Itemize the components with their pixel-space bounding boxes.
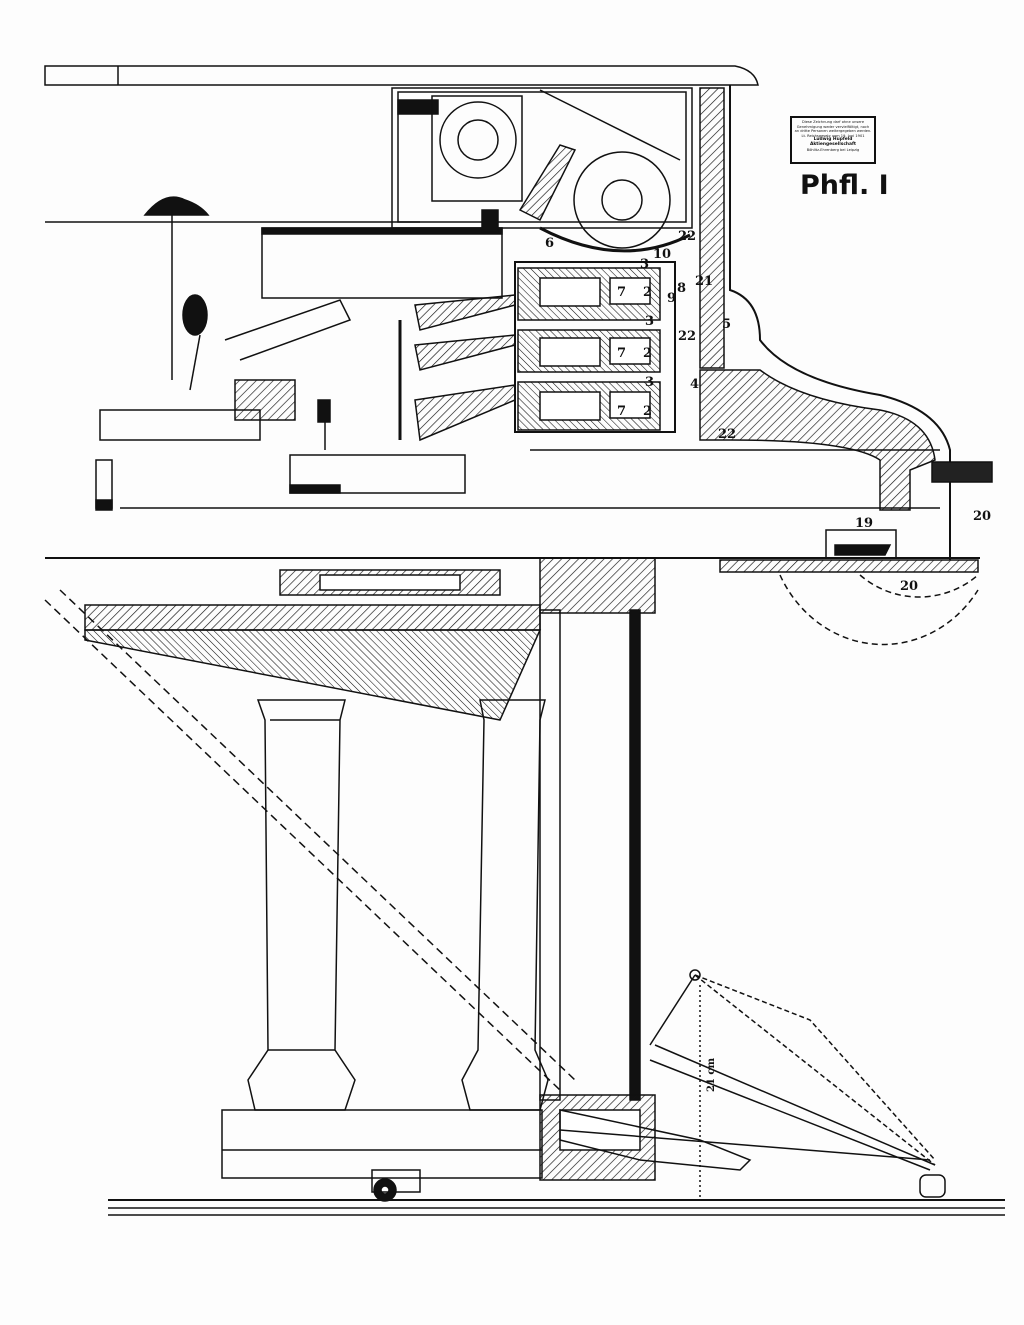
- label-7: 7: [617, 346, 626, 361]
- label-20: 20: [973, 509, 991, 524]
- leg-column-left: [247, 699, 356, 1111]
- piano-body: [84, 557, 656, 1181]
- label-22: 22: [678, 329, 696, 344]
- label-21: 21: [695, 274, 713, 289]
- stamp-law: Lt. Reichsgesetz vom 19. Juni 1901: [801, 133, 865, 138]
- label-7: 7: [617, 285, 626, 300]
- leg-column-right: [461, 699, 549, 1111]
- piano-lid: [44, 65, 759, 86]
- stamp-company: Ludwig Hupfeld Aktiengesellschaft: [809, 137, 857, 147]
- label-22: 22: [718, 427, 736, 442]
- label-3: 3: [645, 314, 654, 329]
- plate-title: Phfl. I: [800, 170, 889, 201]
- stamp-location: Böhlitz-Ehrenberg bei Leipzig: [806, 147, 860, 152]
- piano-action: [182, 294, 402, 450]
- case-side: [729, 85, 951, 560]
- base-plinth: [221, 1109, 543, 1179]
- label-9: 9: [667, 291, 676, 306]
- pedal-mechanism: [559, 969, 946, 1200]
- label-22: 22: [678, 229, 696, 244]
- label-8: 8: [677, 281, 686, 296]
- spool-box: [391, 87, 725, 369]
- label-5: 5: [722, 317, 731, 332]
- label-2: 2: [643, 285, 652, 300]
- label-2: 2: [643, 404, 652, 419]
- label-4: 4: [690, 377, 699, 392]
- label-3: 3: [645, 375, 654, 390]
- label-7: 7: [617, 404, 626, 419]
- pneumatic-stack: [414, 261, 676, 442]
- stamp-notice: Diese Zeichnung darf ohne unsere Genehmi…: [794, 120, 872, 134]
- label-19: 19: [855, 516, 873, 531]
- label-20: 20: [900, 579, 918, 594]
- dimension-label: 21 cm: [706, 1058, 717, 1092]
- label-6: 6: [545, 236, 554, 251]
- music-desk-knob: [143, 196, 210, 216]
- fallboard: [261, 227, 503, 299]
- label-2: 2: [643, 346, 652, 361]
- copyright-stamp: Diese Zeichnung darf ohne unsere Genehmi…: [790, 116, 876, 164]
- label-3: 3: [640, 257, 649, 272]
- label-10: 10: [653, 247, 671, 262]
